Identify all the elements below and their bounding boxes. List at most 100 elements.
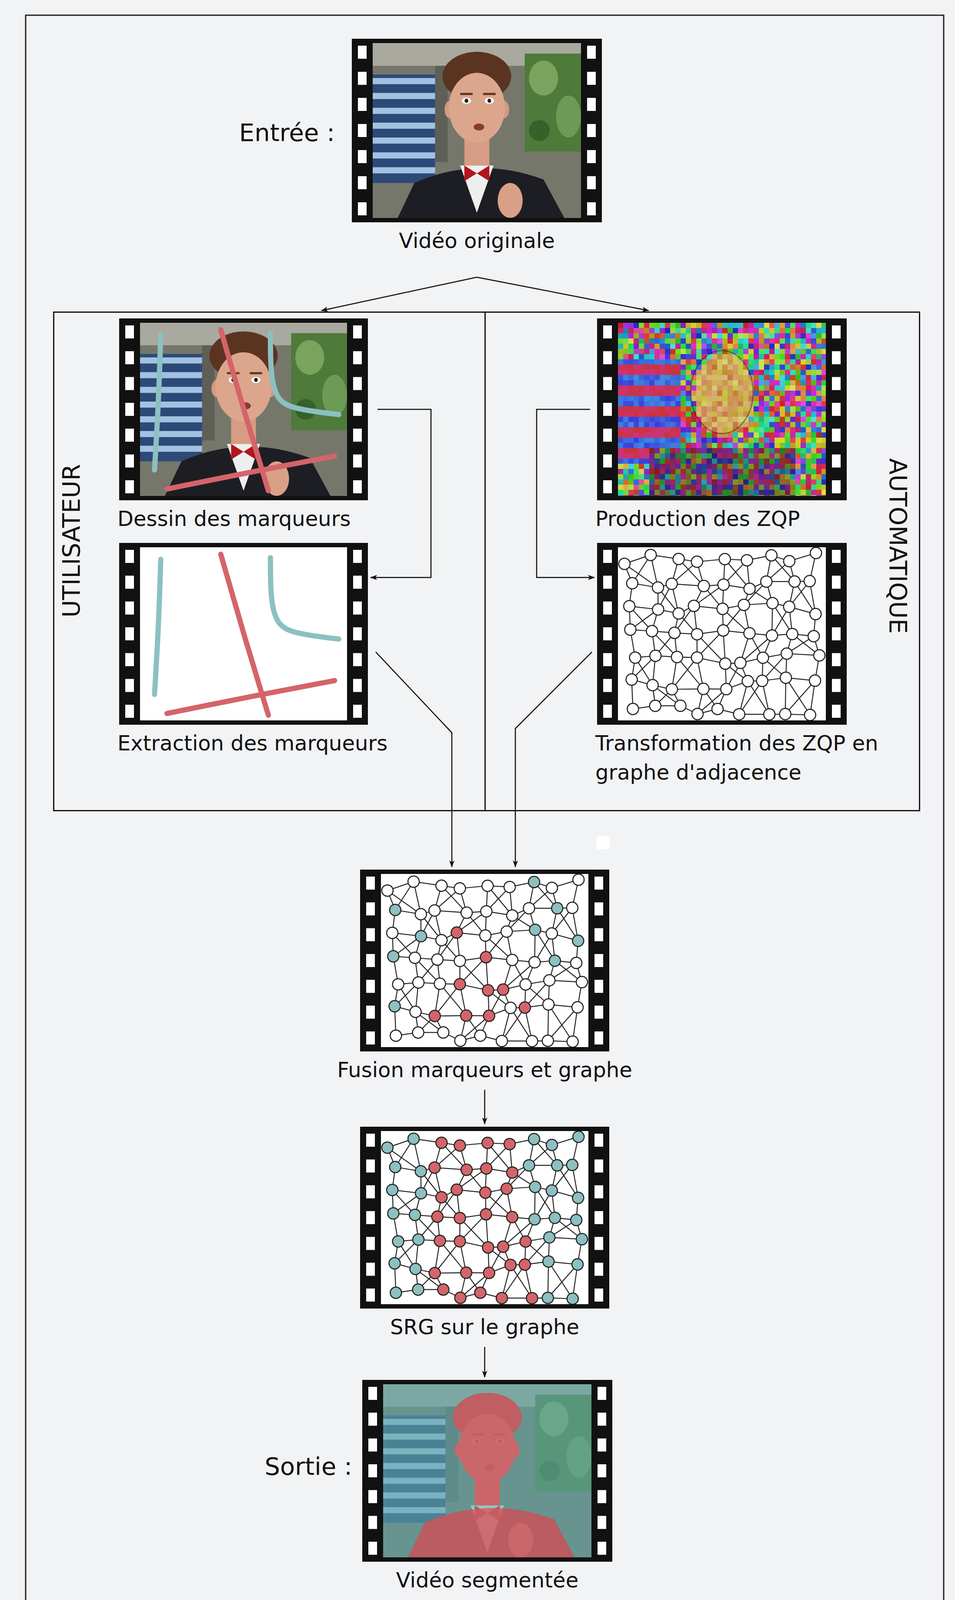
- zqp-cell: [811, 400, 817, 407]
- zqp-cell: [727, 453, 733, 459]
- zqp-cell: [649, 416, 655, 422]
- zqp-cell: [638, 348, 645, 354]
- zqp-cell: [659, 447, 665, 454]
- zqp-cell: [784, 494, 791, 496]
- zqp-cell: [784, 380, 791, 386]
- zqp-cell: [617, 395, 624, 401]
- connector-arrow: [321, 277, 478, 311]
- illustration-rect: [372, 107, 436, 114]
- zqp-cell: [758, 385, 765, 391]
- zqp-cell: [805, 458, 812, 464]
- graph-vertex: [691, 707, 704, 720]
- zqp-cell: [696, 395, 702, 401]
- zqp-cell: [800, 338, 806, 344]
- zqp-cell: [706, 463, 712, 469]
- zqp-cell: [748, 348, 754, 354]
- zqp-cell: [675, 406, 681, 412]
- zqp-cell: [800, 327, 806, 334]
- zqp-cell: [701, 380, 707, 386]
- zqp-cell: [774, 489, 780, 495]
- zqp-cell: [706, 494, 712, 496]
- frame-rect: [25, 15, 944, 1600]
- zqp-cell: [654, 343, 660, 349]
- zqp-cell: [638, 343, 645, 349]
- zqp-cell: [737, 374, 744, 381]
- marker-stroke: [270, 333, 339, 415]
- graph-vertex: [646, 625, 658, 637]
- zqp-cell: [691, 474, 697, 480]
- zqp-cell: [722, 468, 728, 475]
- zqp-cell: [670, 474, 676, 480]
- zqp-cell: [649, 390, 655, 396]
- zqp-cell: [659, 406, 665, 412]
- zqp-cell: [753, 406, 759, 412]
- zqp-cell: [680, 348, 686, 354]
- zqp-cell: [800, 343, 806, 349]
- zqp-cell: [649, 338, 655, 344]
- marker-stroke: [166, 680, 335, 714]
- sprocket-hole: [357, 97, 367, 111]
- zqp-cell: [664, 421, 671, 428]
- zqp-cell: [774, 479, 780, 485]
- zqp-cell: [664, 395, 671, 401]
- graph-vertex: [409, 951, 421, 964]
- zqp-cell: [758, 437, 765, 443]
- zqp-cell: [774, 406, 780, 412]
- zqp-cell: [743, 395, 749, 401]
- zqp-cell: [670, 447, 676, 454]
- zqp-cell: [811, 390, 817, 396]
- sprocket-hole: [357, 150, 367, 164]
- zqp-cell: [753, 468, 759, 475]
- illustration-rect: [372, 137, 436, 144]
- zqp-cell: [711, 343, 718, 349]
- zqp-cell: [821, 432, 826, 438]
- zqp-cell: [654, 437, 660, 443]
- illustration-ellipse: [690, 350, 753, 434]
- zqp-cell: [790, 489, 796, 495]
- zqp-cell: [743, 427, 749, 433]
- zqp-cell: [664, 416, 671, 422]
- zqp-cell: [644, 432, 650, 438]
- zqp-cell: [623, 390, 629, 396]
- zqp-cell: [644, 479, 650, 485]
- zqp-cell: [623, 437, 629, 443]
- zqp-cell: [711, 416, 718, 422]
- zqp-cell: [784, 348, 791, 354]
- zqp-cell: [691, 343, 697, 349]
- zqp-cell: [617, 374, 624, 381]
- zqp-cell: [644, 442, 650, 448]
- zqp-cell: [691, 463, 697, 469]
- zqp-cell: [774, 374, 780, 381]
- zqp-cell: [811, 437, 817, 443]
- zqp-cell: [628, 447, 634, 454]
- zqp-cell: [633, 421, 639, 428]
- zqp-cell: [717, 411, 723, 417]
- graph-vertex: [388, 1000, 401, 1012]
- illustration-rect: [360, 869, 610, 1052]
- illustration-rect: [140, 416, 203, 423]
- zqp-cell: [617, 364, 624, 370]
- zqp-cell: [764, 432, 770, 438]
- zqp-cell: [727, 369, 733, 375]
- zqp-cell: [701, 489, 707, 495]
- zqp-cell: [769, 479, 775, 485]
- zqp-cell: [737, 474, 744, 480]
- zqp-cell: [811, 494, 817, 496]
- zqp-cell: [711, 442, 718, 448]
- zqp-cell: [800, 390, 806, 396]
- zqp-cell: [633, 353, 639, 360]
- zqp-cell: [644, 447, 650, 454]
- zqp-cell: [800, 494, 806, 496]
- zqp-cell: [664, 385, 671, 391]
- zqp-cell: [649, 427, 655, 433]
- zqp-cell: [701, 364, 707, 370]
- zqp-cell: [649, 348, 655, 354]
- zqp-cell: [670, 374, 676, 381]
- zqp-cell: [654, 468, 660, 475]
- graph-vertex: [500, 925, 513, 937]
- zqp-cell: [696, 479, 702, 485]
- graph-vertex: [572, 873, 585, 885]
- zqp-cell: [633, 369, 639, 375]
- zqp-cell: [811, 427, 817, 433]
- zqp-cell: [774, 494, 780, 496]
